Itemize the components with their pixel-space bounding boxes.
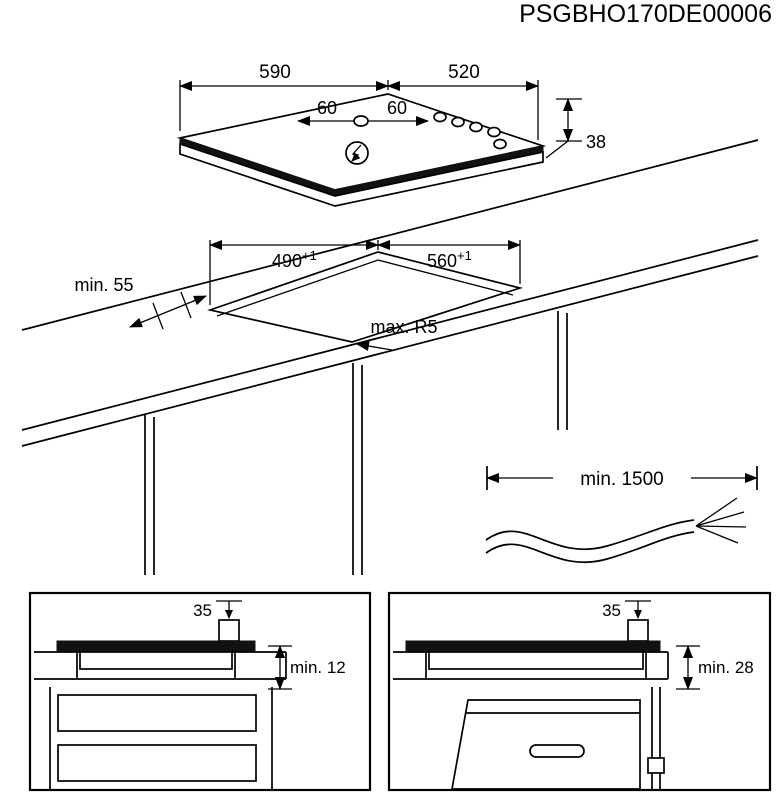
worktop-front-edge: [21, 239, 759, 431]
cable-length-figure: min. 1500: [485, 466, 758, 564]
dimension-line: [129, 295, 207, 328]
worktop-section: [393, 640, 669, 680]
dim-min-28: min. 28: [676, 645, 754, 690]
oven-clearance-label: min. 28: [698, 658, 754, 677]
knob-icon: [451, 116, 465, 128]
cable-strand: [695, 497, 738, 527]
drawer-front: [57, 694, 257, 732]
cutout-inner-lip: [216, 259, 514, 317]
junction-box: [218, 619, 240, 642]
hob-height-label: 38: [586, 132, 606, 152]
mains-cable: [485, 497, 747, 564]
cable-curve: [485, 519, 695, 551]
dim-35-oven: 35: [602, 600, 651, 620]
dim-490-560: 490+1 560+1: [209, 240, 521, 305]
hob-top-face: [176, 93, 547, 191]
cutout-depth-tolerance: +1: [302, 248, 317, 263]
cable-min-length-label: min. 1500: [580, 469, 663, 490]
cutout-width-tolerance: +1: [457, 248, 472, 263]
dim-min-55: min. 55: [74, 275, 207, 330]
panel-frame: [28, 591, 372, 792]
worktop-front-bottom-edge: [21, 255, 759, 447]
drawer-clearance-label: min. 12: [290, 658, 346, 677]
oven-section-panel: 35 min. 28: [387, 591, 772, 792]
cutout-opening: [206, 251, 524, 343]
junction-box: [627, 619, 649, 642]
center-offset-left-label: 60: [317, 98, 337, 118]
cutout-width-value: 560: [427, 251, 457, 271]
hob-depth-label: 520: [448, 62, 480, 83]
cable-strand: [695, 525, 739, 544]
hob-center-mark: [353, 115, 369, 127]
cable-strand: [695, 525, 747, 528]
drawer-section-panel: 35 min. 12: [28, 591, 372, 792]
dim-520: 520: [387, 62, 539, 140]
lightning-bolt-icon: [351, 144, 362, 162]
worktop-legs: [144, 311, 568, 575]
panel-frame: [387, 591, 772, 792]
worktop-cutout-view: 490+1 560+1 min. 55 max. R5: [21, 139, 759, 575]
worktop-section: [34, 640, 287, 680]
knob-icon: [487, 126, 501, 138]
hob-glass-section: [405, 640, 661, 653]
dim-min-12: min. 12: [268, 645, 346, 690]
cable-strand: [695, 511, 745, 527]
control-knobs: [433, 111, 507, 150]
corner-radius-label: max. R5: [370, 317, 437, 337]
electrical-connection-symbol: [345, 141, 369, 165]
junction-box-height-label: 35: [193, 601, 212, 620]
symbol-circle: [345, 141, 369, 165]
drawer-front: [57, 744, 257, 782]
center-offset-right-label: 60: [387, 98, 407, 118]
oven-handle-slot: [529, 744, 585, 758]
dim-max-r5: max. R5: [356, 317, 438, 351]
cutout-depth-label: 490+1: [272, 248, 317, 271]
hob-glass-section: [56, 640, 256, 653]
dim-38: 38: [545, 98, 606, 159]
hob-body-band: [179, 142, 544, 207]
cutout-depth-value: 490: [272, 251, 302, 271]
knob-icon: [469, 121, 483, 133]
leader-line: [356, 341, 393, 351]
cutout-width-label: 560+1: [427, 248, 472, 271]
junction-box-height-label: 35: [602, 601, 621, 620]
document-code: PSGBHO170DE00006: [519, 0, 772, 28]
knob-icon: [433, 111, 447, 123]
dim-center-60-60: 60 60: [297, 98, 429, 127]
hob-body-section: [79, 651, 233, 670]
knob-icon: [493, 138, 507, 150]
front-clearance-label: min. 55: [74, 275, 133, 295]
drawer-cabinet: [49, 687, 273, 789]
dim-35-drawer: 35: [193, 600, 242, 620]
oven-cabinet: [450, 687, 665, 790]
hob-width-label: 590: [259, 62, 291, 83]
cable-curve: [485, 531, 695, 564]
oven-side-knob: [647, 757, 665, 774]
hob-body-section: [428, 651, 644, 670]
leader-line: [545, 140, 569, 159]
isometric-hob-view: 60 60 590 520 38: [176, 62, 606, 207]
